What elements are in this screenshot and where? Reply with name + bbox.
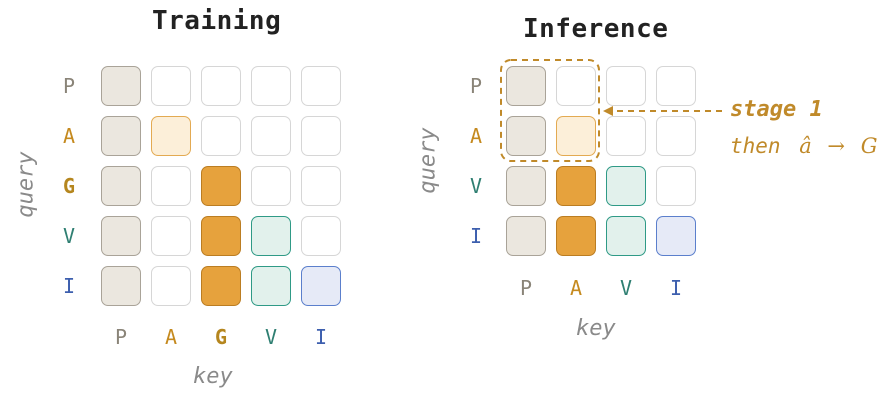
training-key-token-a: A: [164, 325, 178, 349]
inference-cell-r1-c1-a: [556, 116, 596, 156]
training-cell-r1-c3-empty: [251, 116, 291, 156]
training-cell-r0-c3-empty: [251, 66, 291, 106]
training-cell-r2-c2-g: [201, 166, 241, 206]
inference-cell-r0-c0-p: [506, 66, 546, 106]
inference-cell-r2-c3-empty: [656, 166, 696, 206]
training-title: Training: [152, 6, 282, 36]
training-cell-r3-c0-p: [101, 216, 141, 256]
inference-cell-r2-c1-g: [556, 166, 596, 206]
then-label: then â → G: [730, 134, 877, 158]
training-cell-r2-c1-empty: [151, 166, 191, 206]
inference-query-token-p: P: [469, 74, 483, 98]
inference-key-axis-label: key: [576, 316, 616, 341]
training-query-token-v: V: [62, 224, 76, 248]
inference-key-token-i: I: [669, 276, 683, 300]
inference-cell-r2-c2-v: [606, 166, 646, 206]
training-cell-r4-c4-i: [301, 266, 341, 306]
training-cell-r2-c3-empty: [251, 166, 291, 206]
training-cell-r0-c0-p: [101, 66, 141, 106]
inference-key-token-v: V: [619, 276, 633, 300]
inference-cell-r0-c1-empty: [556, 66, 596, 106]
training-cell-r1-c2-empty: [201, 116, 241, 156]
training-cell-r4-c1-empty: [151, 266, 191, 306]
math-a-hat: â: [799, 134, 812, 158]
inference-cell-r2-c0-p: [506, 166, 546, 206]
training-query-token-p: P: [62, 74, 76, 98]
training-cell-r3-c4-empty: [301, 216, 341, 256]
inference-key-token-a: A: [569, 276, 583, 300]
inference-cell-r1-c0-p: [506, 116, 546, 156]
inference-query-token-a: A: [469, 124, 483, 148]
training-cell-r1-c0-p: [101, 116, 141, 156]
training-cell-r0-c2-empty: [201, 66, 241, 106]
training-cell-r3-c1-empty: [151, 216, 191, 256]
training-cell-r2-c0-p: [101, 166, 141, 206]
inference-key-token-p: P: [519, 276, 533, 300]
inference-cell-r3-c2-v: [606, 216, 646, 256]
math-g: G: [860, 134, 878, 158]
training-cell-r2-c4-empty: [301, 166, 341, 206]
training-cell-r1-c1-a: [151, 116, 191, 156]
inference-cell-r3-c0-p: [506, 216, 546, 256]
training-cell-r0-c1-empty: [151, 66, 191, 106]
inference-cell-r0-c3-empty: [656, 66, 696, 106]
training-key-token-p: P: [114, 325, 128, 349]
inference-cell-r1-c2-empty: [606, 116, 646, 156]
training-key-token-i: I: [314, 325, 328, 349]
inference-query-token-i: I: [469, 224, 483, 248]
training-cell-r3-c2-g: [201, 216, 241, 256]
inference-query-token-v: V: [469, 174, 483, 198]
then-word: then: [730, 134, 781, 158]
math-arrow: →: [827, 134, 846, 158]
training-query-token-a: A: [62, 124, 76, 148]
inference-cell-r0-c2-empty: [606, 66, 646, 106]
training-cell-r1-c4-empty: [301, 116, 341, 156]
training-cell-r0-c4-empty: [301, 66, 341, 106]
stage-1-label: stage 1: [730, 97, 823, 122]
training-query-token-g: G: [62, 174, 76, 198]
training-cell-r4-c2-g: [201, 266, 241, 306]
training-cell-r4-c3-v: [251, 266, 291, 306]
training-query-token-i: I: [62, 274, 76, 298]
training-cell-r3-c3-v: [251, 216, 291, 256]
inference-cell-r1-c3-empty: [656, 116, 696, 156]
inference-cell-r3-c3-i: [656, 216, 696, 256]
inference-cell-r3-c1-g: [556, 216, 596, 256]
inference-title: Inference: [523, 14, 669, 44]
training-key-token-g: G: [214, 325, 228, 349]
stage-1-dashed-box: [500, 59, 600, 162]
stage-1-arrow-head-icon: [603, 106, 613, 116]
training-cell-r4-c0-p: [101, 266, 141, 306]
training-key-axis-label: key: [193, 364, 233, 389]
training-key-token-v: V: [264, 325, 278, 349]
